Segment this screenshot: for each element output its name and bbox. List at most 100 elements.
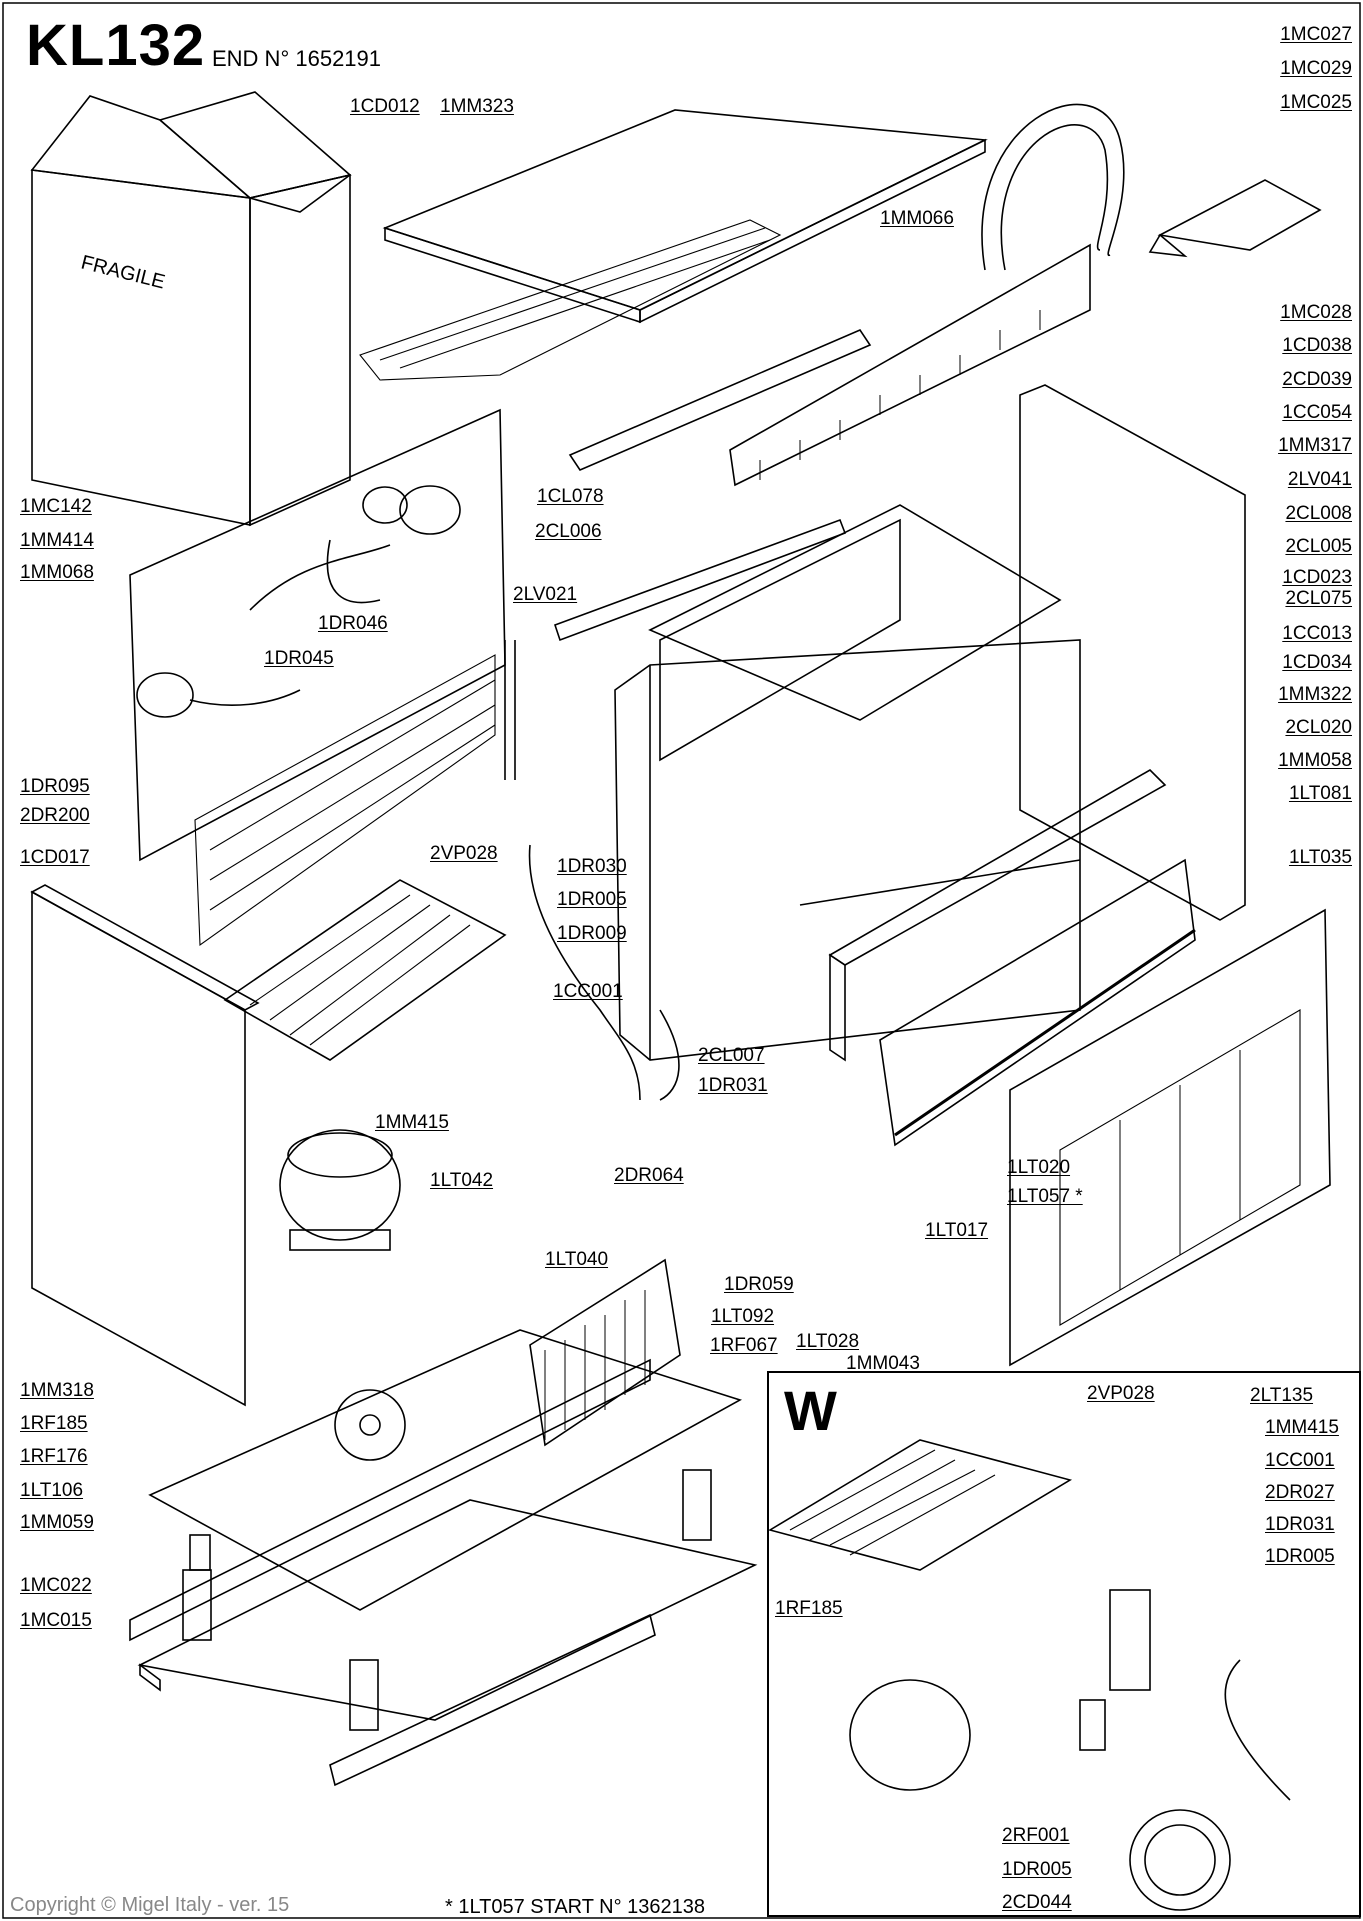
front-grille-panel [1009, 908, 1331, 1367]
part-label-inset: 1DR005 [1002, 1859, 1072, 1880]
fragile-marking: FRAGILE [79, 252, 167, 294]
top-lid-panel [382, 109, 988, 324]
air-filter-grid [359, 219, 782, 381]
part-label-center: 1RF067 [710, 1335, 778, 1356]
packaging-box: FRAGILE [30, 91, 352, 527]
part-label-left: 1CD017 [20, 847, 90, 868]
part-label-left: 1MM068 [20, 562, 94, 583]
part-label-right: 1MC027 [1280, 24, 1352, 45]
part-label-center: 1MM043 [846, 1353, 920, 1374]
part-label-center: 2CL007 [698, 1045, 765, 1066]
part-label-right: 1MC025 [1280, 92, 1352, 113]
part-label-left: 1MM414 [20, 530, 94, 551]
part-label-right: 1CD023 [1282, 567, 1352, 588]
part-label-right: 2CL005 [1285, 536, 1352, 557]
base-plate [148, 1329, 743, 1611]
left-side-panel [30, 884, 260, 1407]
part-label-center: 1LT020 [1007, 1157, 1071, 1178]
deflector-curtain [729, 243, 1091, 487]
part-label-right: 2CL008 [1285, 503, 1352, 524]
ice-storage-bin [614, 504, 1081, 1061]
part-label-right: 2CL020 [1285, 717, 1352, 738]
part-label-top: 1CD012 [350, 96, 420, 117]
part-label-right: 1CC013 [1282, 623, 1352, 644]
part-label-left: 1DR095 [20, 776, 90, 797]
part-label-right: 1MM317 [1278, 435, 1352, 456]
inset-variant-letter: W [784, 1379, 837, 1442]
part-label-center: 1LT092 [711, 1306, 775, 1327]
rear-louvre-grille [194, 654, 496, 947]
part-label-center: 1LT042 [430, 1170, 494, 1191]
part-label-left: 1MM059 [20, 1512, 94, 1533]
part-label-center: 1DR045 [264, 648, 334, 669]
part-label-inset: 1DR031 [1265, 1514, 1335, 1535]
part-label-left: 1MM318 [20, 1380, 94, 1401]
part-label-center: 2LV021 [513, 584, 578, 605]
part-label-inset: 2DR027 [1265, 1482, 1335, 1503]
part-label-inset: 1CC001 [1265, 1450, 1335, 1471]
part-label-center: 1DR046 [318, 613, 388, 634]
part-label-center: 1LT040 [545, 1249, 609, 1270]
part-label-inset: 1MM415 [1265, 1417, 1339, 1438]
serial-footnote: * 1LT057 START N° 1362138 [445, 1896, 706, 1918]
model-title: KL132 [26, 13, 206, 78]
part-label-center: 1DR005 [557, 889, 627, 910]
support-legs [182, 1469, 712, 1731]
part-label-center: 1LT057 * [1007, 1186, 1083, 1207]
part-label-right: 1MC028 [1280, 302, 1352, 323]
air-condenser [529, 1258, 681, 1447]
end-serial-number: END N° 1652191 [212, 46, 382, 71]
inset-frame [767, 1371, 1361, 1917]
part-label-inset: 1RF185 [775, 1598, 843, 1619]
part-label-center: 1MM415 [375, 1112, 449, 1133]
part-label-inset: 2CD044 [1002, 1892, 1072, 1913]
wooden-pallet [129, 1358, 758, 1787]
part-label-right: 1MM058 [1278, 750, 1352, 771]
part-label-center: 1LT028 [796, 1331, 860, 1352]
part-label-center: 1DR059 [724, 1274, 794, 1295]
right-side-panel [1019, 384, 1246, 921]
part-label-right: 1LT081 [1288, 783, 1352, 804]
part-label-center: 1DR030 [557, 856, 627, 877]
part-label-right: 1CC054 [1282, 402, 1352, 423]
part-label-center: 2VP028 [430, 843, 498, 864]
part-label-center: 1DR031 [698, 1075, 768, 1096]
part-label-inset: 2RF001 [1002, 1825, 1070, 1846]
water-hoses [504, 640, 680, 1101]
part-label-center: 1LT017 [925, 1220, 989, 1241]
compressor [279, 1129, 401, 1251]
coiled-inlet-hose [981, 103, 1125, 271]
back-plate-assembly [129, 408, 506, 862]
part-label-right: 1LT035 [1288, 847, 1352, 868]
part-label-right: 1MM322 [1278, 684, 1352, 705]
part-label-left: 1RF176 [20, 1446, 88, 1467]
part-label-inset: 2VP028 [1087, 1383, 1155, 1404]
part-label-center: 1CL078 [537, 486, 604, 507]
part-label-left: 1MC142 [20, 496, 92, 517]
part-label-right: 2LV041 [1287, 469, 1352, 490]
part-label-right: 1MC029 [1280, 58, 1352, 79]
front-door [879, 858, 1196, 1147]
front-lower-panel [828, 768, 1167, 1062]
part-label-inset: 1DR005 [1265, 1546, 1335, 1567]
part-label-top: 1MM066 [880, 208, 954, 229]
part-label-center: 1DR009 [557, 923, 627, 944]
inset-water-condenser-assembly [767, 1439, 1291, 1911]
part-label-center: 1CC001 [553, 981, 623, 1002]
part-label-left: 1RF185 [20, 1413, 88, 1434]
part-label-inset: 2LT135 [1250, 1385, 1314, 1406]
ice-scoop [1148, 179, 1322, 258]
evaporator-plate [223, 879, 507, 1061]
part-label-right: 2CD039 [1282, 369, 1352, 390]
fan-motor [334, 1389, 406, 1461]
part-label-left: 2DR200 [20, 805, 90, 826]
copyright-notice: Copyright © Migel Italy - ver. 15 [10, 1894, 290, 1916]
part-label-center: 2DR064 [614, 1165, 684, 1186]
part-label-left: 1MC015 [20, 1610, 92, 1631]
part-label-center: 2CL006 [535, 521, 602, 542]
part-label-right: 2CL075 [1285, 588, 1352, 609]
part-label-left: 1MC022 [20, 1575, 92, 1596]
